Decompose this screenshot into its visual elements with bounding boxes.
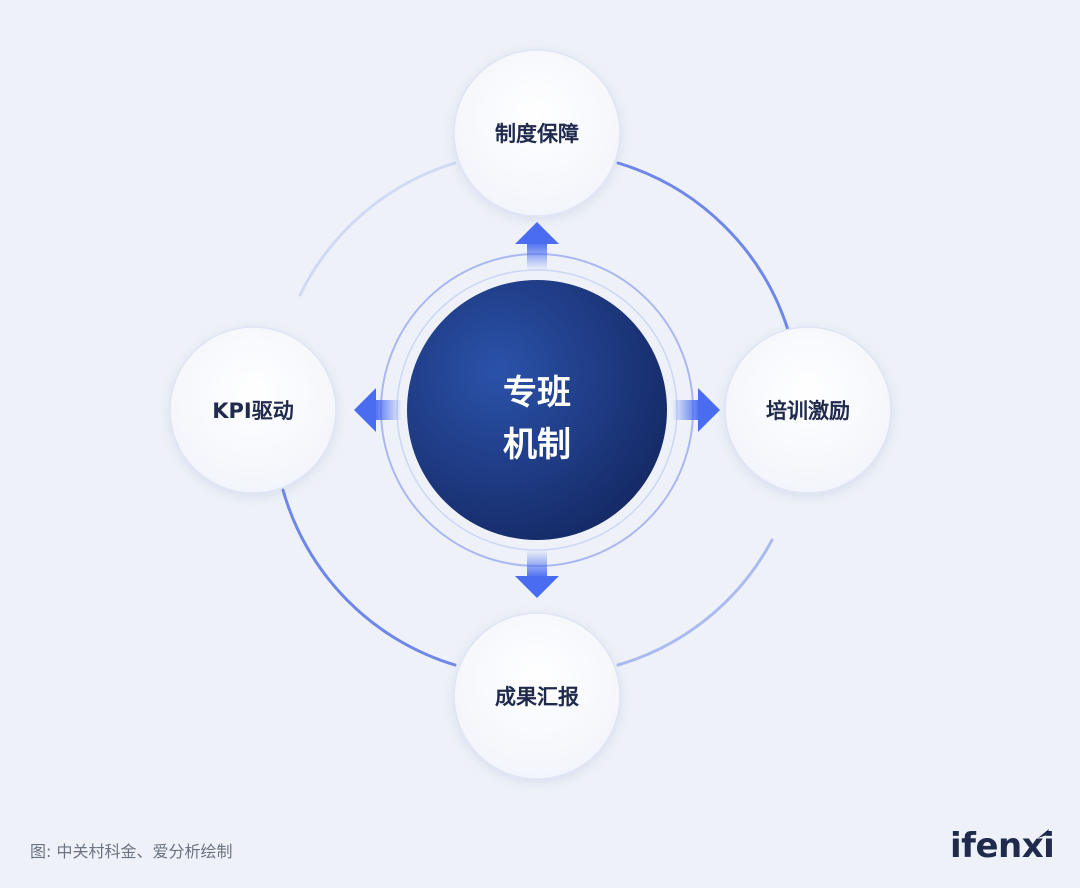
source-caption: 图: 中关村科金、爱分析绘制 [30, 842, 233, 861]
arrow-up-icon [515, 222, 559, 270]
arrow-down-icon [515, 550, 559, 598]
node-bottom-label: 成果汇报 [495, 685, 579, 709]
ifenxi-logo: ifenxi [950, 826, 1055, 866]
center-node: 专班 机制 [407, 280, 667, 540]
node-left-label: KPI驱动 [212, 399, 293, 423]
node-right-label: 培训激励 [766, 399, 850, 423]
node-bottom: 成果汇报 [453, 612, 621, 780]
center-label-line1: 专班 [503, 373, 571, 413]
node-top-label: 制度保障 [495, 122, 579, 146]
center-label-line2: 机制 [503, 425, 571, 465]
outer-ring [281, 161, 790, 667]
logo-arrow-icon [1038, 829, 1049, 838]
arrow-right-icon [672, 388, 720, 432]
node-right: 培训激励 [724, 326, 892, 494]
node-top: 制度保障 [453, 49, 621, 217]
node-left: KPI驱动 [169, 326, 337, 494]
arrow-left-icon [354, 388, 402, 432]
